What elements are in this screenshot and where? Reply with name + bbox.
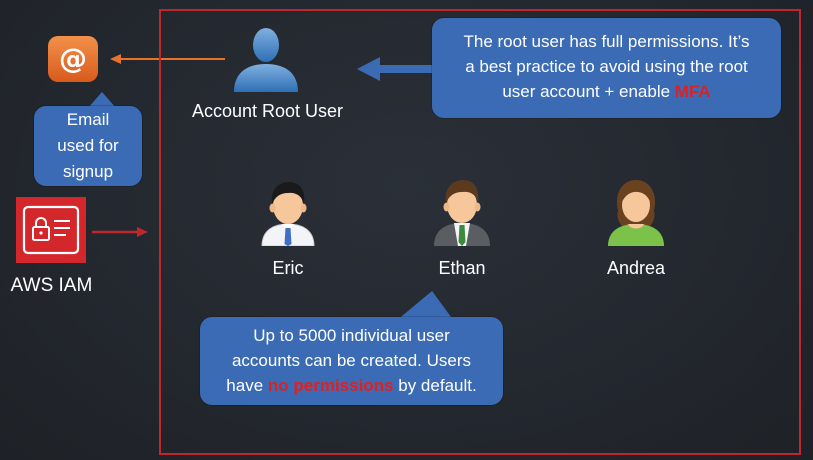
users-note-line3-prefix: have [226, 376, 268, 395]
email-icon: @ [47, 35, 99, 83]
user-avatar-andrea [604, 176, 668, 246]
svg-text:@: @ [59, 42, 87, 75]
user-name-ethan: Ethan [438, 258, 486, 278]
email-bubble-line1: Email [66, 110, 110, 129]
users-note-line2: accounts can be created. Users [231, 351, 472, 370]
email-bubble-line3: signup [62, 162, 114, 181]
root-note-line2: a best practice to avoid using the root [465, 57, 748, 76]
root-note-line3-text: user account + enable [502, 82, 675, 101]
iam-identity-card-icon [16, 197, 86, 263]
users-note-line1: Up to 5000 individual user [253, 326, 450, 345]
no-permissions-highlight: no permissions [267, 376, 394, 395]
root-user-label: Account Root User [191, 101, 344, 121]
user-avatar-eric [256, 178, 320, 246]
users-note-bubble: Up to 5000 individual user accounts can … [200, 317, 503, 405]
users-note-pointer [394, 291, 454, 321]
user-name-andrea: Andrea [606, 258, 666, 278]
mfa-highlight: MFA [674, 82, 711, 101]
email-bubble-pointer [88, 92, 116, 108]
user-name-eric: Eric [272, 258, 304, 278]
email-bubble: Email used for signup [34, 106, 142, 186]
arrow-iam-to-users [92, 224, 150, 240]
root-user-icon [230, 26, 302, 94]
account-boundary-frame [159, 9, 801, 455]
users-note-line3: have no permissions by default. [200, 373, 503, 398]
root-note-line3: user account + enable MFA [432, 79, 781, 104]
root-note-bubble: The root user has full permissions. It’s… [432, 18, 781, 118]
user-avatar-ethan [430, 176, 494, 246]
root-note-line1: The root user has full permissions. It’s [463, 32, 750, 51]
arrow-root-to-email [108, 50, 226, 68]
users-note-line3-suffix: by default. [393, 376, 477, 395]
arrow-note-to-root [356, 56, 434, 82]
email-bubble-line2: used for [57, 136, 119, 155]
iam-label: AWS IAM [10, 275, 93, 296]
